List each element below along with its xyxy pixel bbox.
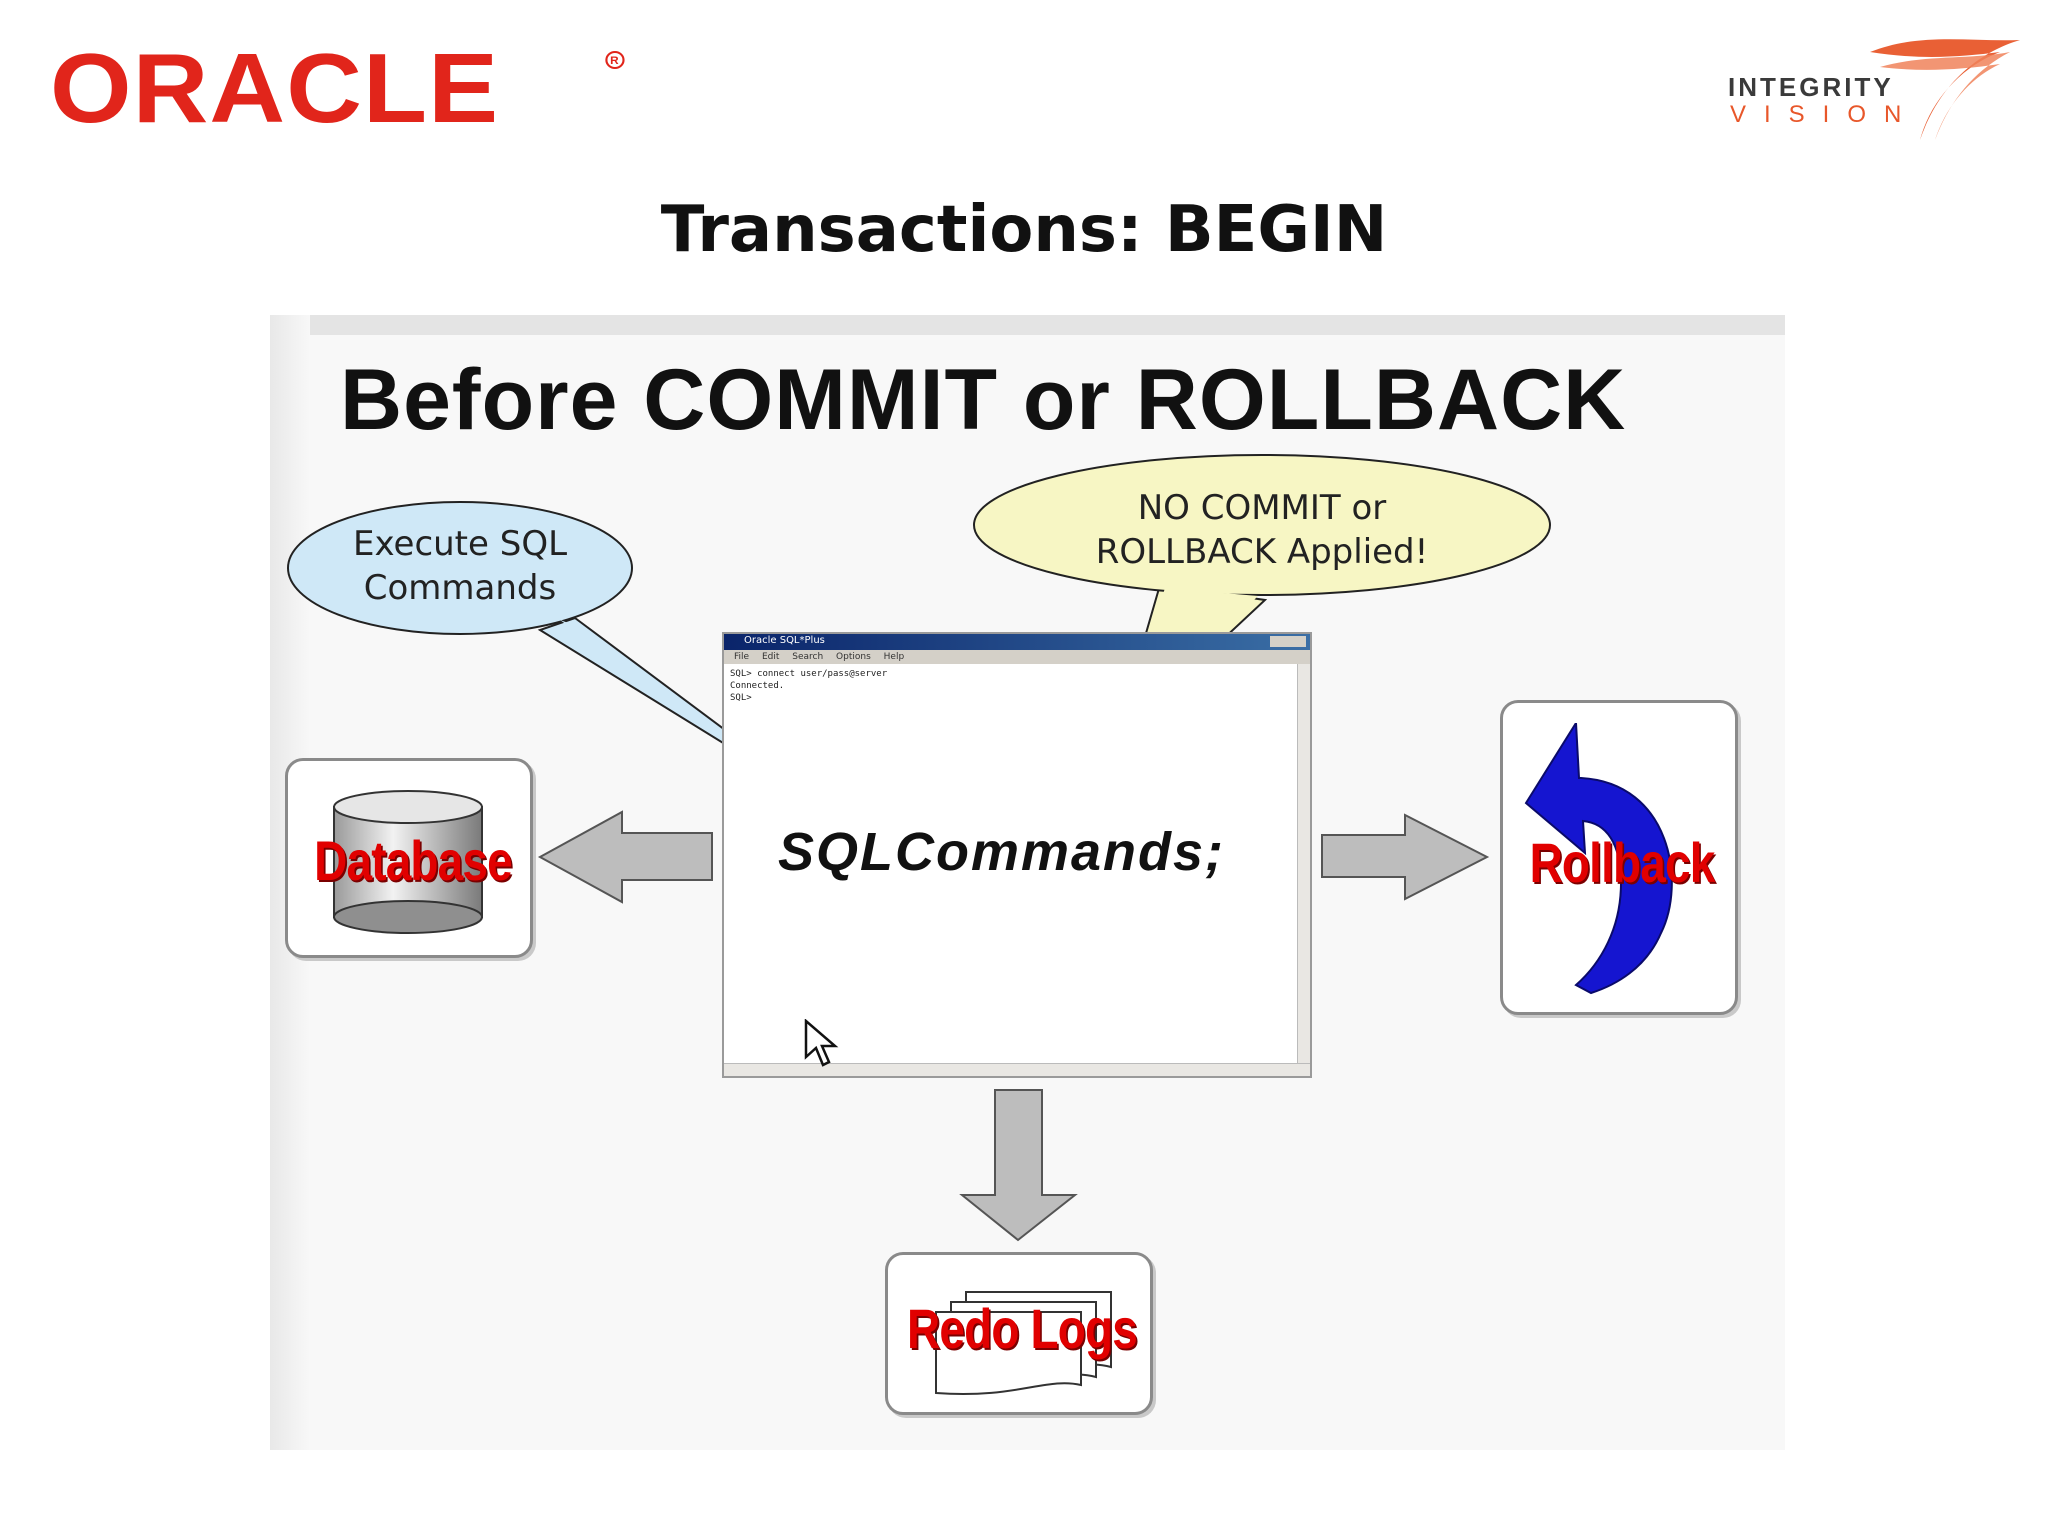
menu-item-search[interactable]: Search	[792, 652, 824, 662]
mouse-cursor-icon	[804, 1019, 839, 1067]
redo-log-pages-icon	[935, 1291, 1112, 1395]
window-titlebar: Oracle SQL*Plus	[724, 634, 1310, 650]
integrity-text: INTEGRITY	[1728, 72, 1894, 102]
sqlplus-window: Oracle SQL*Plus File Edit Search Options…	[722, 632, 1312, 1078]
window-title: Oracle SQL*Plus	[744, 635, 825, 646]
svg-text:R: R	[610, 55, 620, 67]
callout-line: Commands	[363, 568, 557, 608]
callout-line: Execute SQL	[352, 524, 568, 564]
oracle-logo: ORACLE R	[50, 38, 649, 138]
vision-text: VISION	[1730, 101, 1919, 128]
console-line: Connected.	[730, 681, 785, 691]
integrity-vision-swoosh-icon: INTEGRITY VISION	[1728, 39, 2020, 140]
rollback-label: Rollback	[1529, 831, 1716, 894]
arrow-to-redo-logs	[959, 1089, 1078, 1242]
redo-logs-label: Redo Logs	[907, 1297, 1138, 1360]
database-label: Database	[314, 829, 512, 892]
callout-line: ROLLBACK Applied!	[1095, 532, 1429, 572]
execute-sql-callout-text: Execute SQL Commands	[330, 522, 590, 610]
menu-item-edit[interactable]: Edit	[761, 652, 780, 662]
rollback-tile: Rollback	[1500, 700, 1738, 1015]
database-cylinder-icon	[333, 790, 483, 934]
slide-title: Transactions: BEGIN	[660, 193, 1388, 267]
callout-line: NO COMMIT or	[1137, 488, 1387, 528]
horizontal-scrollbar[interactable]	[724, 1063, 1310, 1076]
diagram-heading: Before COMMIT or ROLLBACK	[340, 352, 1627, 448]
database-tile: Database	[285, 758, 533, 958]
menu-item-options[interactable]: Options	[836, 652, 871, 662]
console-line: SQL> connect user/pass@server	[730, 669, 888, 679]
window-controls-icon[interactable]	[1270, 636, 1306, 647]
sql-statement: SQLCommands;	[778, 822, 1226, 882]
window-menubar: File Edit Search Options Help	[724, 650, 1310, 664]
arrow-to-rollback	[1321, 813, 1490, 901]
rollback-curved-arrow-icon	[1524, 723, 1673, 995]
menu-item-help[interactable]: Help	[883, 652, 905, 662]
vertical-scrollbar[interactable]	[1297, 664, 1310, 1064]
no-commit-callout-text: NO COMMIT or ROLLBACK Applied!	[1042, 486, 1482, 574]
redo-logs-tile: Redo Logs	[885, 1252, 1153, 1415]
menu-item-file[interactable]: File	[734, 652, 750, 662]
integrity-vision-logo: INTEGRITY VISION	[1720, 22, 2020, 152]
registered-mark-icon: R	[605, 51, 625, 69]
arrow-to-database	[537, 810, 713, 904]
oracle-logo-text: ORACLE	[50, 33, 500, 143]
console-line: SQL>	[730, 693, 752, 703]
